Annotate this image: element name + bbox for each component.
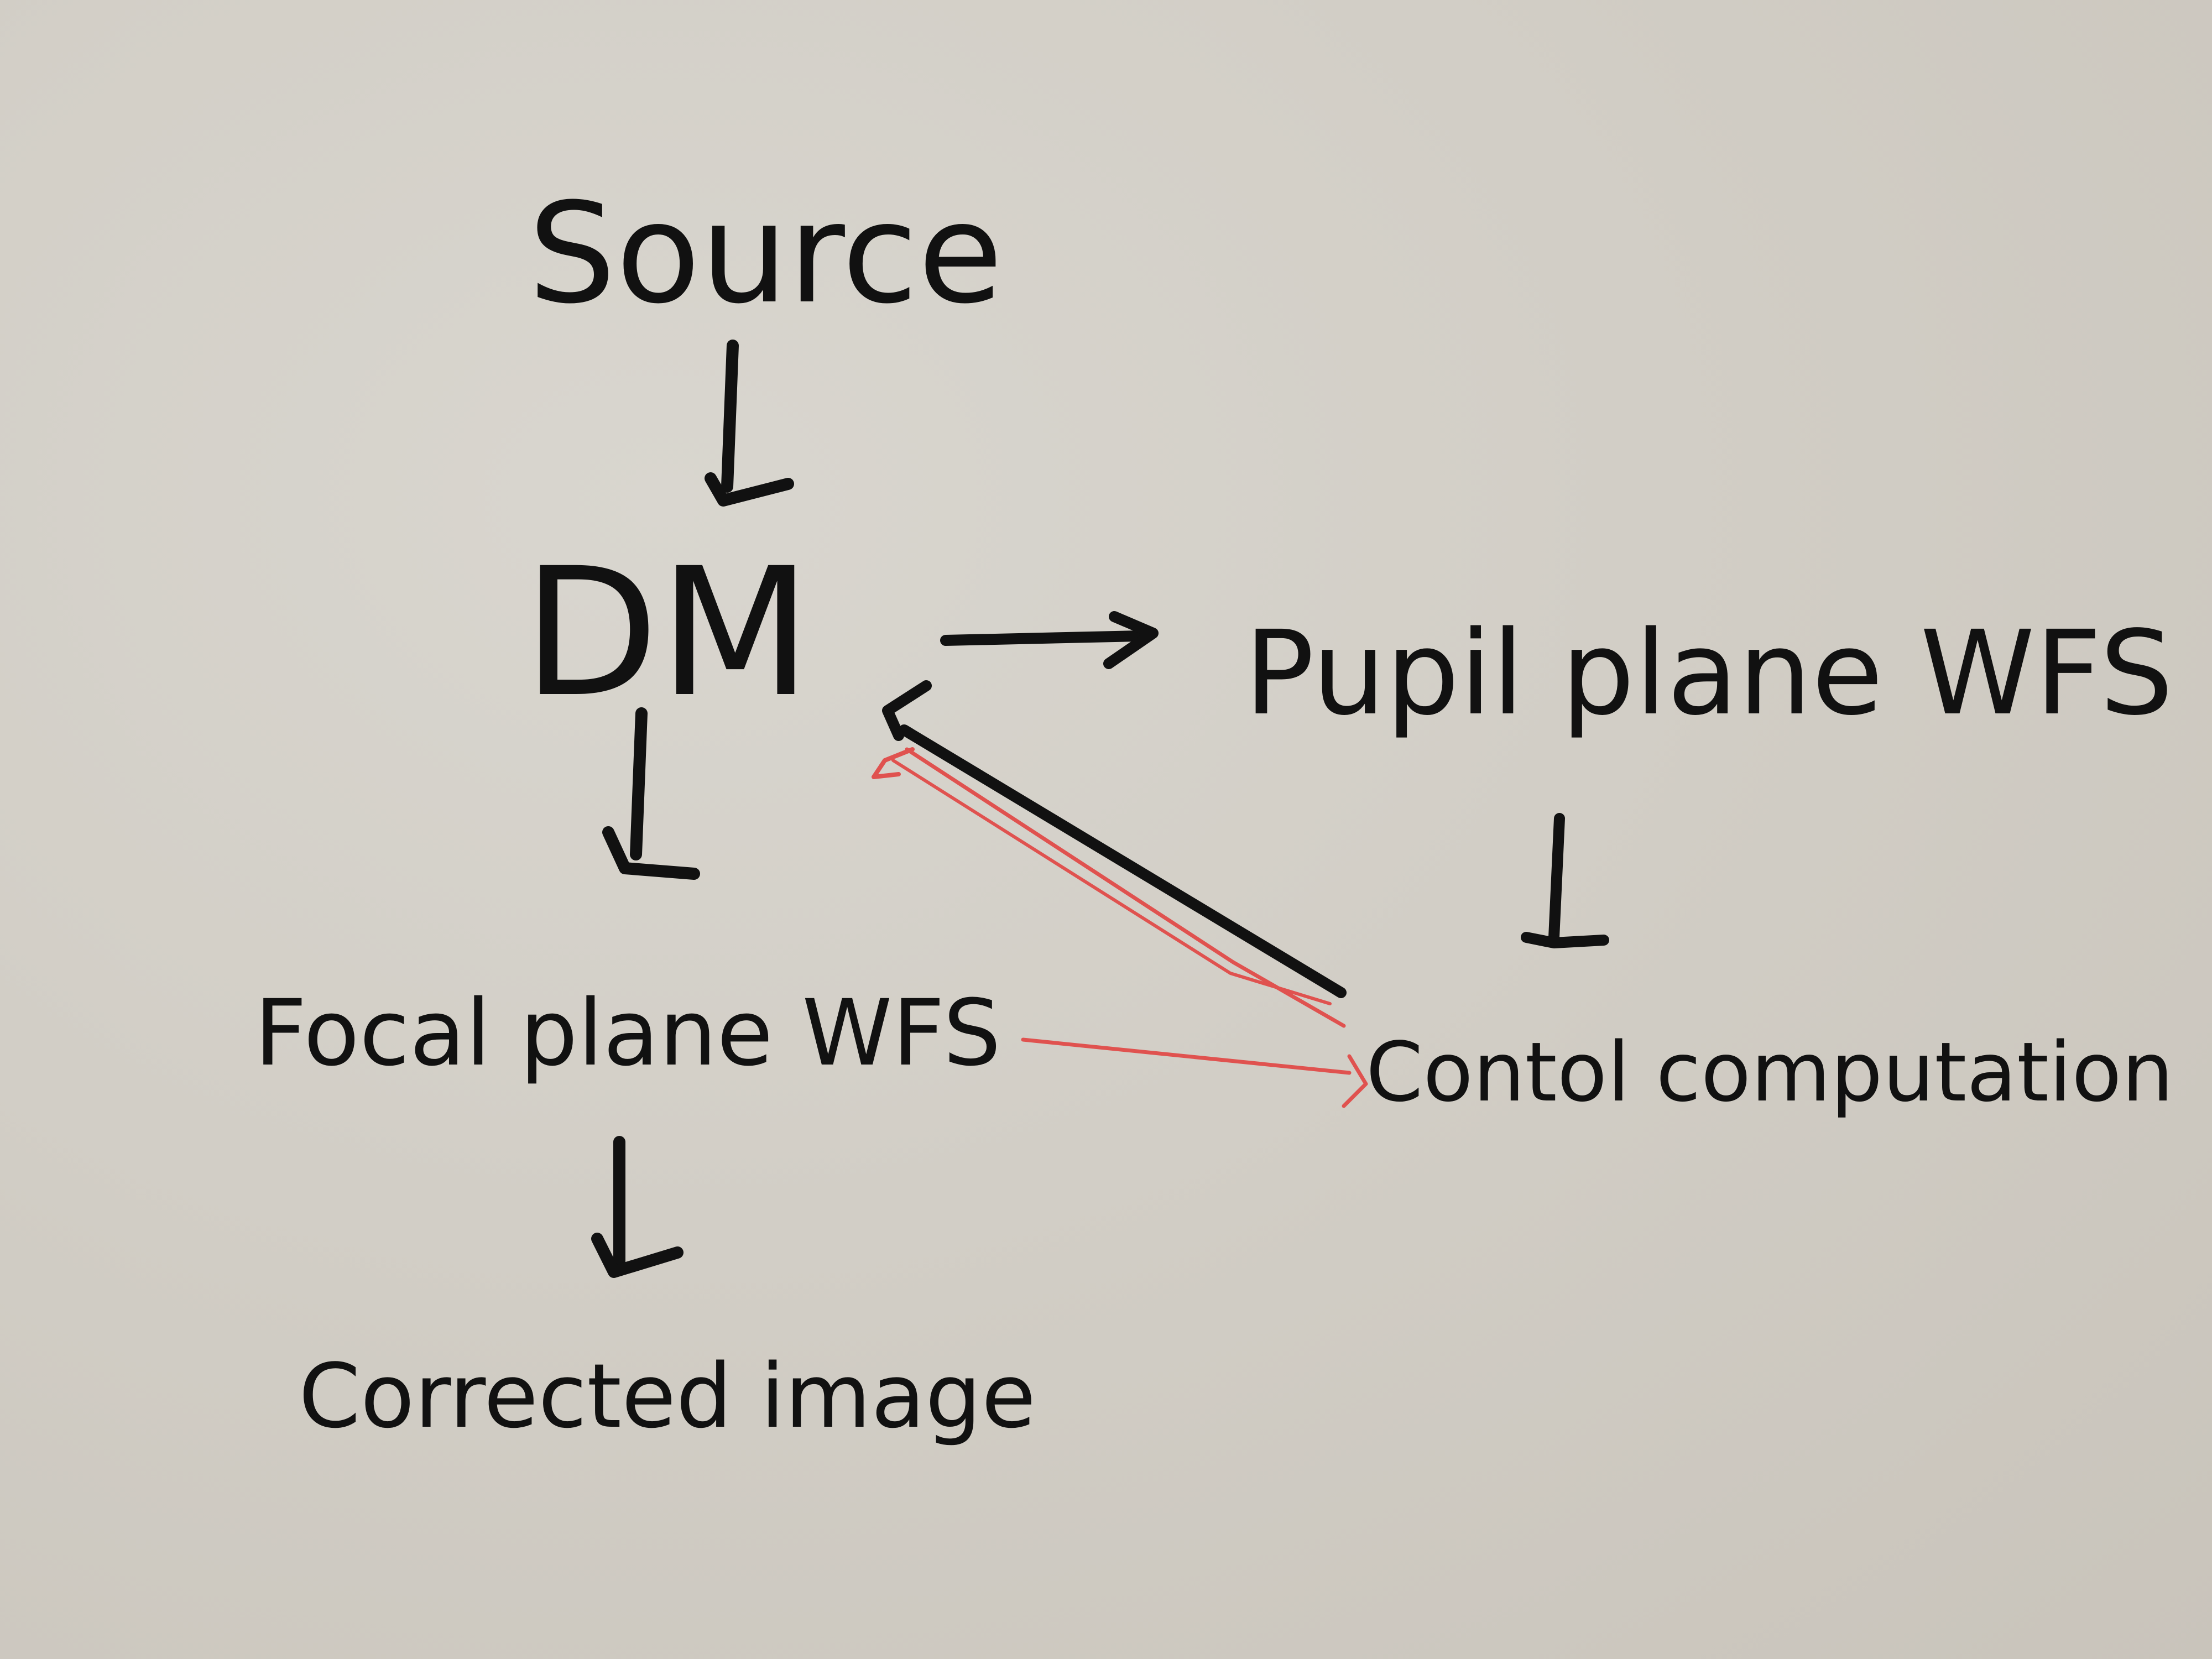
edge-control-dm-black (882, 680, 1347, 998)
node-corrected-image: Corrected image (299, 1344, 1036, 1448)
node-focal-plane-wfs: Focal plane WFS (254, 980, 1001, 1086)
edge-control-dm-red (872, 747, 1346, 1028)
edge-dm-pupil (940, 611, 1159, 669)
node-control-computation: Contol computation (1366, 1025, 2174, 1120)
edge-focal-corrected (591, 1136, 684, 1278)
edge-source-dm (705, 340, 794, 507)
node-source: Source (528, 173, 1003, 334)
node-pupil-plane-wfs: Pupil plane WFS (1244, 606, 2173, 741)
edge-pupil-control (1521, 813, 1609, 948)
edge-dm-focal (602, 707, 700, 880)
node-dm: DM (523, 530, 812, 736)
edge-focal-control-red (1021, 1037, 1368, 1108)
